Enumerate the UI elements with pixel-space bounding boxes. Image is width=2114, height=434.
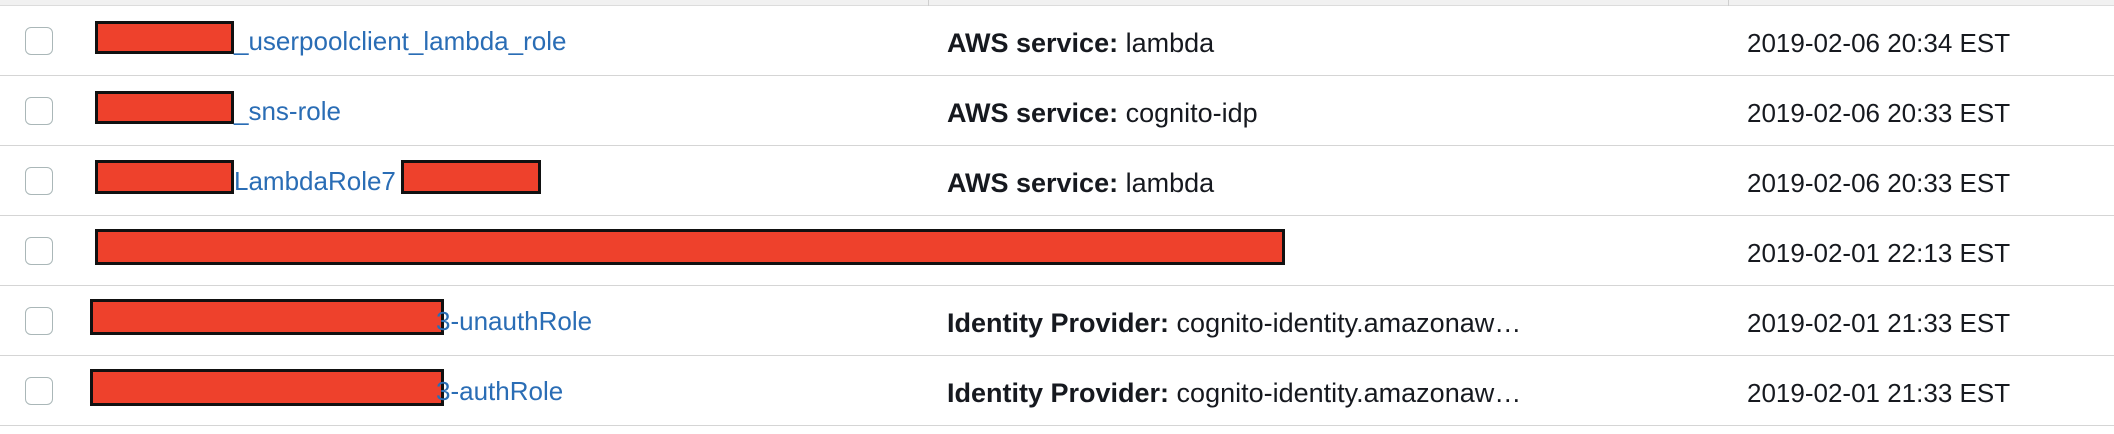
redaction-box <box>95 229 1285 265</box>
role-name-link[interactable]: 3-authRole <box>436 376 564 406</box>
role-name-link[interactable]: 3-unauthRole <box>436 306 593 336</box>
row-select-checkbox[interactable] <box>25 237 53 265</box>
trusted-entity-value: lambda <box>1118 28 1215 58</box>
row-select-checkbox[interactable] <box>25 27 53 55</box>
trusted-entity-value: cognito-identity.amazonaw… <box>1169 308 1522 338</box>
role-name-cell: 3-authRole <box>90 356 1293 426</box>
redaction-box <box>95 21 234 54</box>
redaction-box <box>95 91 234 124</box>
trusted-entity-label: AWS service: <box>947 168 1119 198</box>
trusted-entity-label: Identity Provider: <box>947 378 1170 408</box>
creation-time: 2019-02-01 21:33 EST <box>1747 378 2011 408</box>
creation-time: 2019-02-01 22:13 EST <box>1747 238 2011 268</box>
table-row: 3-authRole Identity Provider: cognito-id… <box>0 356 2114 426</box>
column-divider[interactable] <box>1728 0 1729 6</box>
trusted-entity-value: lambda <box>1118 168 1215 198</box>
creation-time: 2019-02-06 20:33 EST <box>1747 98 2011 128</box>
role-name-link[interactable]: LambdaRole7 <box>234 166 396 196</box>
trusted-entity-value: cognito-idp <box>1118 98 1258 128</box>
table-row: LambdaRole7 AWS service: lambda 2019-02-… <box>0 146 2114 216</box>
table-row: _sns-role AWS service: cognito-idp 2019-… <box>0 76 2114 146</box>
creation-time: 2019-02-06 20:34 EST <box>1747 28 2011 58</box>
role-name-cell: 3-unauthRole <box>90 286 1293 356</box>
role-name-cell: _userpoolclient_lambda_role <box>93 6 1293 76</box>
trusted-entity: AWS service: lambda <box>947 28 1214 58</box>
trusted-entity-label: AWS service: <box>947 98 1119 128</box>
trusted-entity-label: Identity Provider: <box>947 308 1170 338</box>
table-row: 2019-02-01 22:13 EST <box>0 216 2114 286</box>
table-row: _userpoolclient_lambda_role AWS service:… <box>0 6 2114 76</box>
row-select-checkbox[interactable] <box>25 307 53 335</box>
trusted-entity-label: AWS service: <box>947 28 1119 58</box>
trusted-entity: Identity Provider: cognito-identity.amaz… <box>947 308 1521 338</box>
redaction-box <box>90 369 444 406</box>
role-name-link[interactable]: _sns-role <box>234 96 341 126</box>
creation-time: 2019-02-01 21:33 EST <box>1747 308 2011 338</box>
row-select-checkbox[interactable] <box>25 97 53 125</box>
role-name-link[interactable]: _userpoolclient_lambda_role <box>234 26 567 56</box>
role-name-cell: _sns-role <box>93 76 1293 146</box>
redaction-box <box>95 160 234 194</box>
redaction-box <box>401 160 541 194</box>
row-select-checkbox[interactable] <box>25 377 53 405</box>
trusted-entity-value: cognito-identity.amazonaw… <box>1169 378 1522 408</box>
redaction-box <box>90 299 444 335</box>
table-row: 3-unauthRole Identity Provider: cognito-… <box>0 286 2114 356</box>
creation-time: 2019-02-06 20:33 EST <box>1747 168 2011 198</box>
trusted-entity: AWS service: cognito-idp <box>947 98 1258 128</box>
table-header-edge <box>0 0 2114 6</box>
row-select-checkbox[interactable] <box>25 167 53 195</box>
role-name-cell: LambdaRole7 <box>93 146 1293 216</box>
trusted-entity: Identity Provider: cognito-identity.amaz… <box>947 378 1521 408</box>
column-divider[interactable] <box>928 0 929 6</box>
role-name-cell <box>93 216 1293 286</box>
trusted-entity: AWS service: lambda <box>947 168 1214 198</box>
